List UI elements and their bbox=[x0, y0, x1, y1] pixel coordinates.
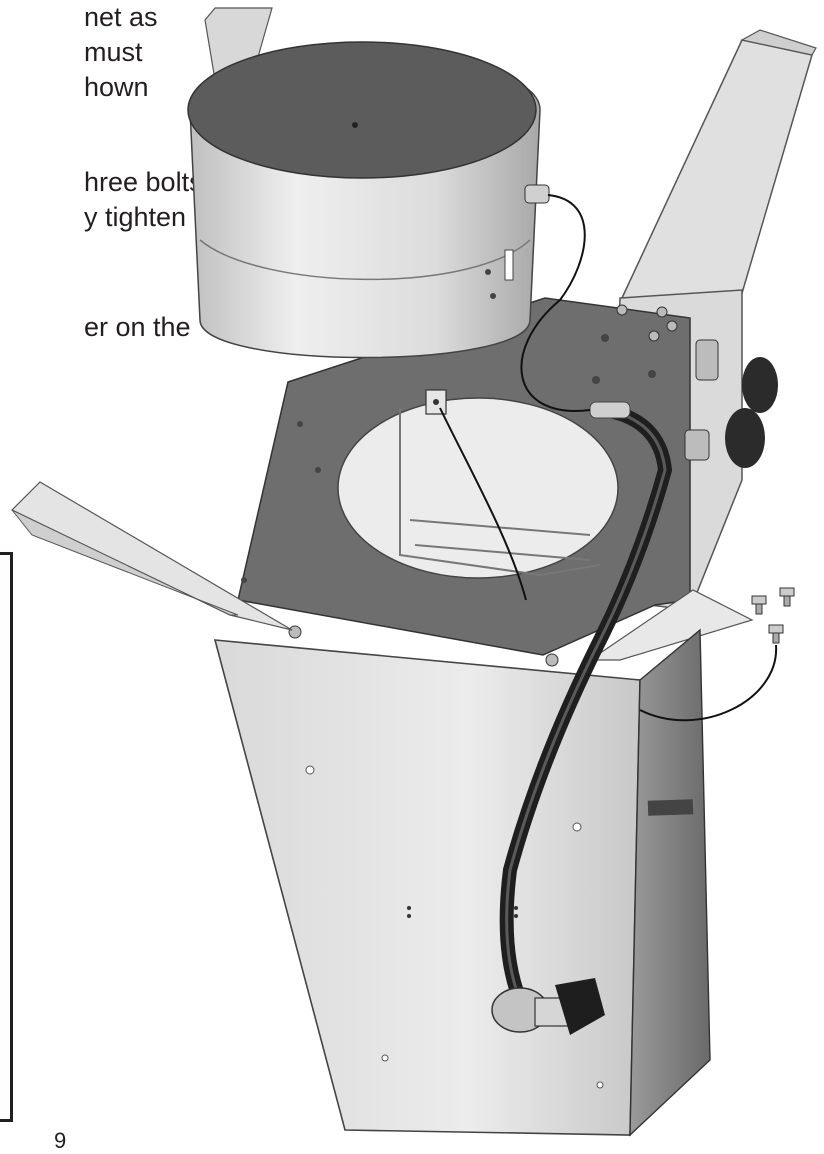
cabinet-body bbox=[213, 628, 711, 1137]
control-knobs bbox=[684, 339, 778, 468]
side-flap-right bbox=[588, 589, 754, 661]
gas-hose bbox=[499, 401, 673, 1007]
note-box-side bbox=[10, 552, 13, 1122]
instruction-line: y tighten bbox=[84, 202, 187, 232]
instruction-line: must bbox=[84, 37, 143, 67]
bolts bbox=[751, 587, 795, 644]
side-flap-left bbox=[10, 481, 293, 631]
page-number: 9 bbox=[54, 1128, 67, 1153]
burner-cylinder bbox=[187, 41, 550, 359]
note-box-top bbox=[0, 552, 13, 555]
instruction-step-text-3: er on the bbox=[84, 310, 191, 345]
instruction-line: net as bbox=[84, 2, 158, 32]
instruction-step-text-1: net as must hown bbox=[84, 0, 158, 105]
instruction-line: hree bolts bbox=[84, 167, 203, 197]
instruction-line: hown bbox=[84, 72, 149, 102]
leader-lines bbox=[439, 194, 778, 722]
top-plate bbox=[231, 297, 691, 667]
regulator bbox=[491, 978, 605, 1035]
instruction-line: er on the bbox=[84, 312, 191, 342]
note-box-bottom bbox=[0, 1119, 13, 1122]
instruction-step-text-2: hree bolts y tighten bbox=[84, 165, 203, 235]
